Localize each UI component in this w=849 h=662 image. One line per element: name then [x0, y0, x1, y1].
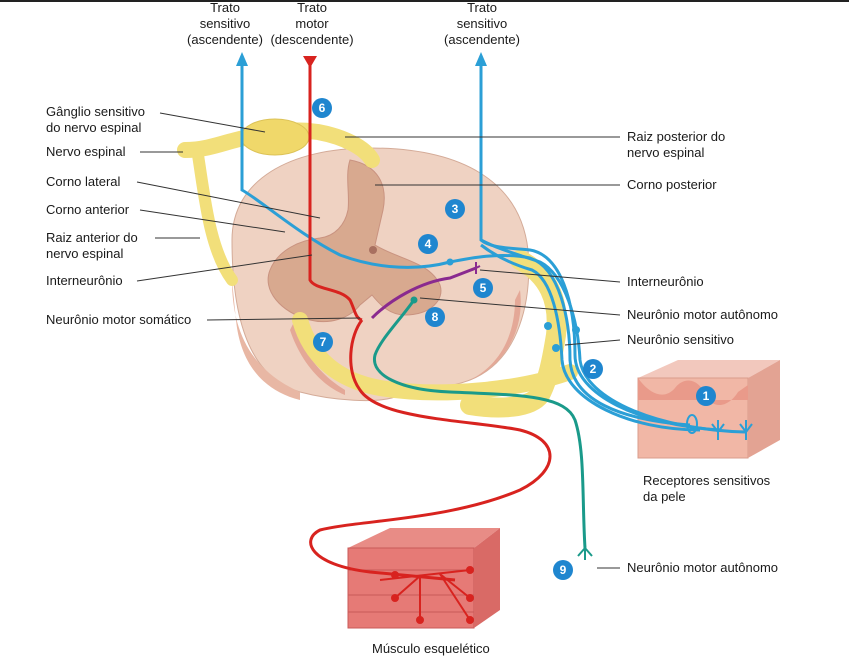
svg-text:7: 7 — [320, 335, 327, 349]
step-badge-2: 2 — [583, 359, 603, 379]
step-badges: 1 2 3 4 5 6 7 8 9 — [312, 98, 716, 580]
svg-text:3: 3 — [452, 202, 459, 216]
interneuron-path — [370, 266, 477, 320]
label-somatic-motor-neuron: Neurônio motor somático — [46, 312, 192, 327]
sensory-neuron-body — [544, 322, 552, 330]
sensory-pathway-right — [479, 60, 746, 434]
step-badge-6: 6 — [312, 98, 332, 118]
step-badge-7: 7 — [313, 332, 333, 352]
sensory-neuron-body-3 — [552, 344, 560, 352]
interneuron-synapse — [446, 258, 454, 266]
label-sensory-neuron: Neurônio sensitivo — [627, 332, 734, 347]
label-autonomic-motor-neuron: Neurônio motor autônomo — [627, 307, 779, 322]
step-badge-4: 4 — [418, 234, 438, 254]
svg-text:4: 4 — [425, 237, 432, 251]
svg-text:1: 1 — [703, 389, 710, 403]
top-border — [0, 0, 849, 2]
step-badge-1: 1 — [696, 386, 716, 406]
muscle-block — [347, 528, 500, 629]
motor-pathway — [308, 62, 552, 582]
label-skin-receptors: Receptores sensitivos da pele — [643, 473, 771, 504]
label-skeletal-muscle: Músculo esquelético — [372, 641, 490, 656]
label-autonomic-motor-neuron-bottom: Neurônio motor autônomo — [627, 560, 779, 575]
skin-receptors-block — [637, 360, 780, 459]
label-interneuron-right: Interneurônio — [627, 274, 704, 289]
motor-arrow — [303, 56, 317, 68]
svg-text:8: 8 — [432, 310, 439, 324]
sensory-neuron-body-2 — [572, 326, 580, 334]
sensory-pathway-left — [240, 60, 691, 427]
label-ascending-tract-right: Trato sensitivo (ascendente) — [444, 0, 520, 47]
svg-text:9: 9 — [560, 563, 567, 577]
sensory-arrow-right — [475, 52, 487, 66]
label-posterior-root: Raiz posterior do nervo espinal — [627, 129, 726, 160]
autonomic-pathway — [372, 299, 587, 549]
svg-text:6: 6 — [319, 101, 326, 115]
label-sensory-ganglion: Gânglio sensitivo do nervo espinal — [46, 104, 145, 135]
sensory-arrow-left — [236, 52, 248, 66]
muscle-motor-endings — [379, 566, 474, 624]
step-badge-9: 9 — [553, 560, 573, 580]
label-posterior-horn: Corno posterior — [627, 177, 717, 192]
label-interneuron-left: Interneurônio — [46, 273, 123, 288]
label-anterior-horn: Corno anterior — [46, 202, 130, 217]
interneuron-synapse-end — [471, 262, 481, 274]
label-spinal-nerve: Nervo espinal — [46, 144, 126, 159]
label-anterior-root: Raiz anterior do nervo espinal — [46, 230, 138, 261]
leader-lines — [136, 112, 621, 569]
sensory-ganglion — [240, 118, 310, 156]
label-lateral-horn: Corno lateral — [46, 174, 121, 189]
step-badge-3: 3 — [445, 199, 465, 219]
autonomic-neuron-body — [410, 296, 418, 304]
label-ascending-tract-left: Trato sensitivo (ascendente) — [187, 0, 263, 47]
svg-text:5: 5 — [480, 281, 487, 295]
step-badge-8: 8 — [425, 307, 445, 327]
label-descending-motor-tract: Trato motor (descendente) — [270, 0, 354, 47]
step-badge-5: 5 — [473, 278, 493, 298]
skin-receptor-endings — [686, 414, 753, 440]
svg-text:2: 2 — [590, 362, 597, 376]
